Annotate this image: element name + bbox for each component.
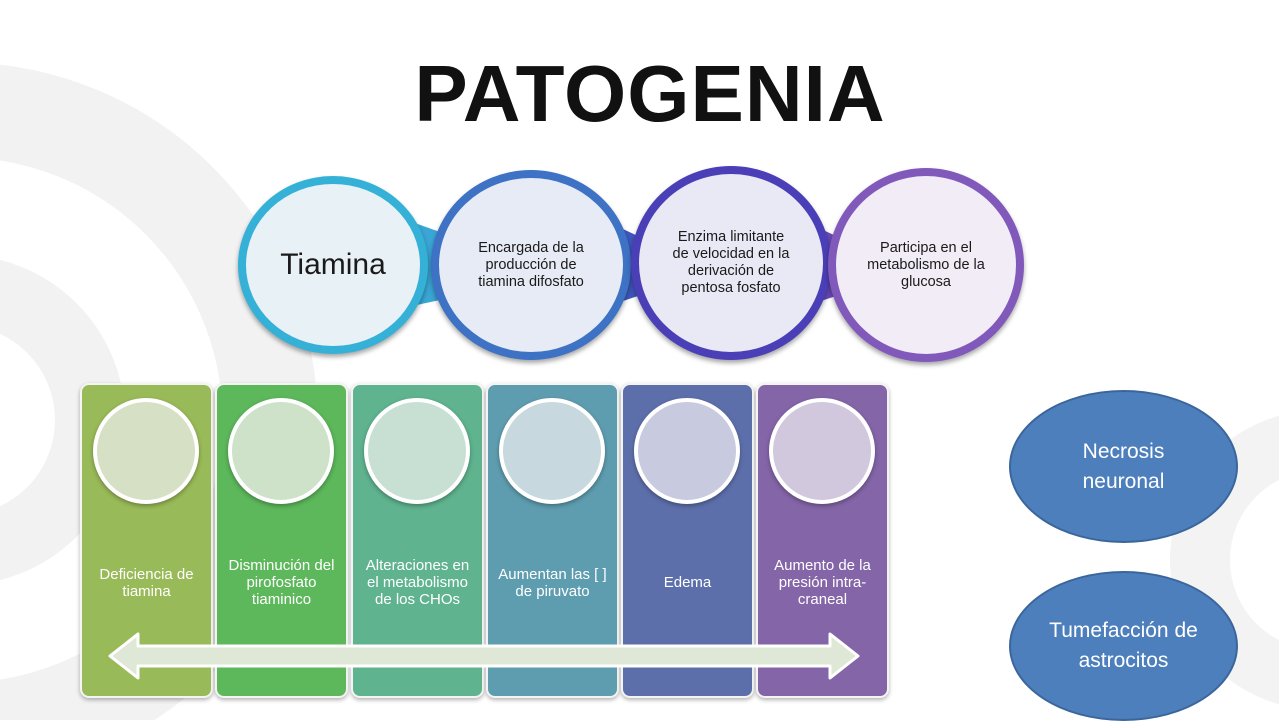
- step-label: Edema: [663, 574, 712, 591]
- step-label: Alteraciones en el metabolismo de los CH…: [365, 557, 470, 608]
- chain-node-label: Tiamina: [280, 248, 386, 281]
- step-disc: [364, 398, 470, 504]
- step-disc: [769, 398, 875, 504]
- chain-node-enzyme: Enzima limitante de velocidad en la deri…: [631, 166, 831, 360]
- outcome-necrosis-neuronal: Necrosis neuronal: [1009, 390, 1238, 543]
- step-disc: [499, 398, 605, 504]
- chain-node-label: Enzima limitante de velocidad en la deri…: [672, 229, 790, 296]
- step-disc: [634, 398, 740, 504]
- chain-node-label: Encargada de la producción de tiamina di…: [478, 239, 584, 290]
- page-title: PATOGENIA: [414, 49, 886, 138]
- step-label: Deficiencia de tiamina: [99, 565, 194, 600]
- step-label: Aumento de la presión intra-craneal: [774, 557, 871, 608]
- step-label: Disminución del pirofosfato tiaminico: [228, 557, 335, 608]
- step-label: Aumentan las [ ] de piruvato: [498, 565, 607, 600]
- outcome-label: Necrosis neuronal: [1082, 439, 1165, 493]
- chain-node-tiamina: Tiamina: [238, 176, 428, 354]
- chain-node-production: Encargada de la producción de tiamina di…: [431, 170, 631, 360]
- double-headed-arrow: [108, 632, 860, 680]
- chain-node-metabolism: Participa en el metabolismo de la glucos…: [828, 168, 1024, 362]
- step-disc: [93, 398, 199, 504]
- step-disc: [228, 398, 334, 504]
- outcome-label: Tumefacción de astrocitos: [1049, 619, 1198, 672]
- outcome-tumefaccion-astrocitos: Tumefacción de astrocitos: [1009, 571, 1238, 721]
- chain-node-label: Participa en el metabolismo de la glucos…: [867, 239, 985, 290]
